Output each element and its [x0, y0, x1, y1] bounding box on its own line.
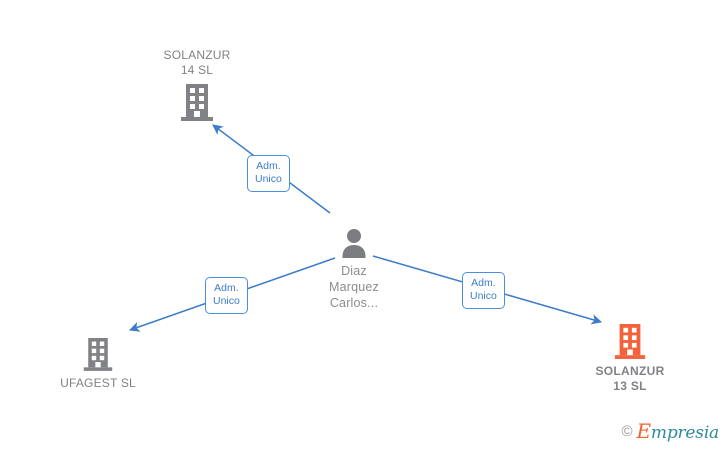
node-ufagest-sl[interactable]: UFAGEST SL — [18, 336, 178, 391]
watermark-empresia: © Empresia — [621, 421, 719, 442]
copyright-icon: © — [621, 423, 633, 440]
node-solanzur-14-sl[interactable]: SOLANZUR 14 SL — [117, 48, 277, 122]
node-label: UFAGEST SL — [60, 376, 136, 390]
brand-rest: mpresia — [650, 423, 719, 443]
brand-initial: E — [636, 419, 652, 443]
building-icon — [82, 336, 114, 372]
edge-label-adm-unico-solanzur13[interactable]: Adm. Unico — [462, 272, 505, 309]
node-person-diaz-marquez-carlos[interactable]: Diaz Marquez Carlos... — [274, 228, 434, 311]
node-label: Diaz Marquez Carlos... — [328, 264, 380, 310]
person-icon — [338, 228, 370, 260]
edge-label-adm-unico-solanzur14[interactable]: Adm. Unico — [247, 155, 290, 192]
node-label: SOLANZUR 14 SL — [163, 48, 231, 77]
building-icon — [179, 82, 215, 122]
node-label: SOLANZUR 13 SL — [595, 364, 665, 393]
building-icon — [613, 322, 647, 360]
node-solanzur-13-sl[interactable]: SOLANZUR 13 SL — [550, 322, 710, 393]
edge-label-adm-unico-ufagest[interactable]: Adm. Unico — [205, 277, 248, 314]
brand-wordmark: Empresia — [637, 421, 720, 442]
